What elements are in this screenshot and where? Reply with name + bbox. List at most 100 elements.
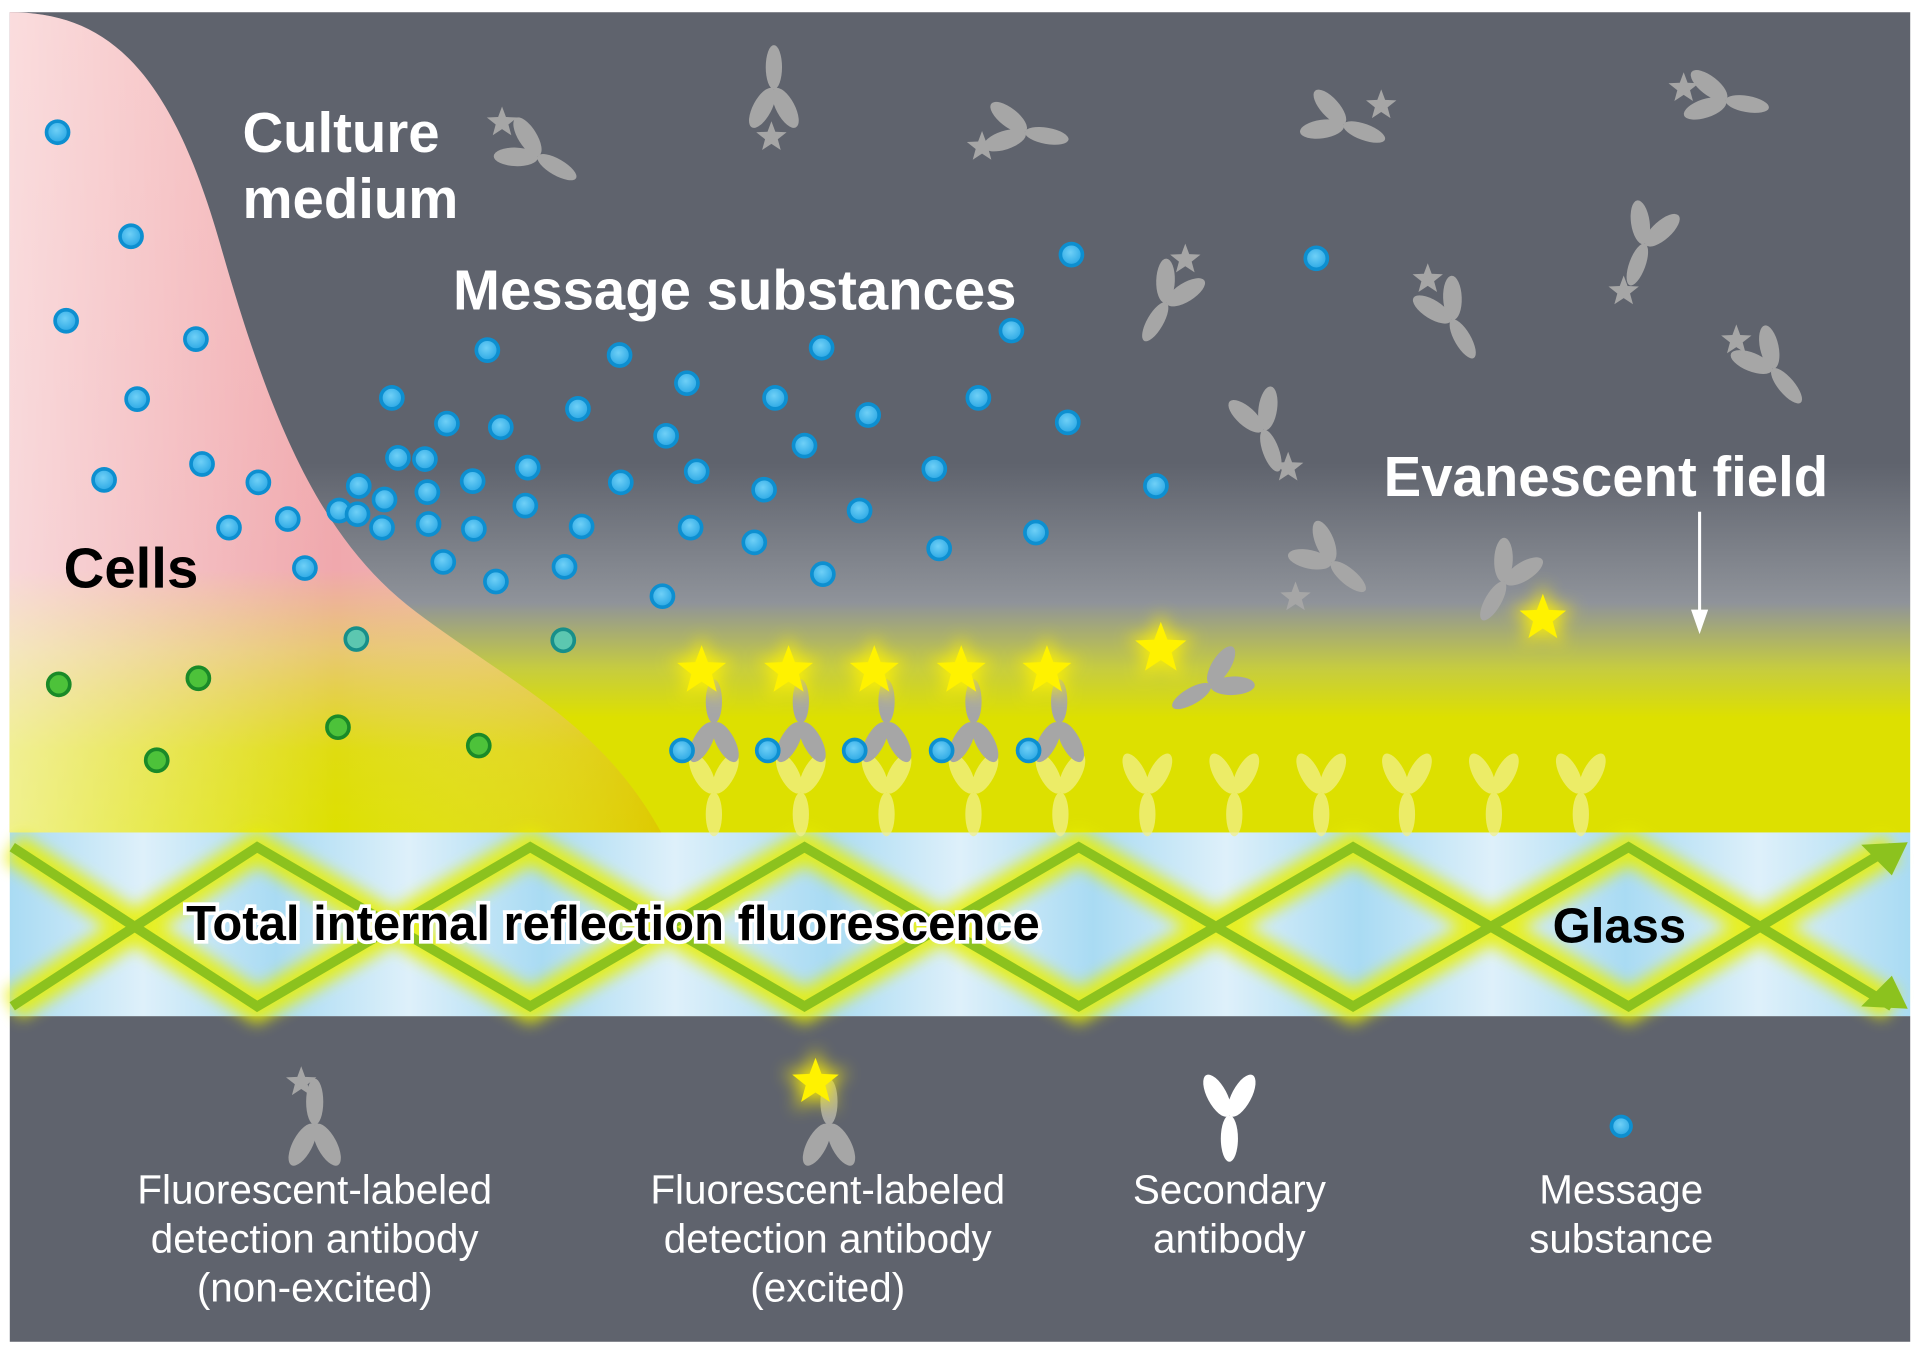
message-substance-dot	[414, 479, 441, 505]
secondary-antibody-icon	[775, 753, 826, 837]
secondary-antibody-icon	[1555, 753, 1606, 837]
message-substance-dot	[385, 445, 411, 471]
message-substance-dot	[91, 467, 117, 493]
non-excited-antibody-icon	[288, 1078, 341, 1166]
legend-label: (non-excited)	[197, 1264, 433, 1310]
evanescent-field-label: Evanescent field	[1384, 445, 1828, 508]
excited-star-icon	[1519, 593, 1567, 639]
legend-panel	[9, 1016, 1911, 1342]
message-substance-dot	[430, 549, 457, 575]
excited-antibody-icon	[1172, 646, 1255, 710]
star-label-icon	[1608, 275, 1639, 305]
excited-star-icon	[764, 645, 814, 692]
arrow-head-icon	[1861, 975, 1908, 1009]
message-substance-dot	[565, 396, 591, 422]
star-label-icon	[1412, 263, 1443, 292]
secondary-antibody-icon	[861, 753, 912, 837]
secondary-antibody-icon	[689, 753, 739, 837]
message-substance-dot	[754, 737, 781, 764]
non-excited-antibody-icon	[1480, 537, 1544, 621]
non-excited-antibody-icon	[493, 117, 577, 181]
message-substance-dot	[683, 458, 710, 485]
legend-label: detection antibody	[151, 1215, 480, 1261]
culture-medium-label-2: medium	[242, 167, 458, 230]
star-label-icon	[1170, 243, 1201, 273]
non-excited-antibody-icon	[1683, 70, 1769, 120]
legend-label: Message	[1539, 1166, 1703, 1212]
message-substance-dot	[1015, 737, 1042, 764]
excited-star-icon	[792, 1057, 839, 1103]
message-substance-dot	[274, 506, 301, 532]
message-substance-dot	[551, 553, 578, 580]
message-substance-dot	[741, 529, 768, 556]
legend-label: Fluorescent-labeled	[650, 1166, 1005, 1212]
message-substance-dot	[855, 402, 882, 428]
message-substance-dot	[550, 627, 577, 654]
culture-medium-label: Culture	[242, 101, 439, 164]
message-substance-dot	[415, 511, 442, 537]
message-substance-icon	[1609, 1114, 1633, 1138]
star-label-icon	[486, 106, 518, 136]
star-label-icon	[1721, 324, 1752, 354]
message-substance-dot	[185, 665, 212, 692]
message-substance-dot	[343, 626, 370, 652]
message-substance-dot	[751, 476, 777, 503]
star-label-icon	[1280, 581, 1311, 611]
message-substance-dot	[118, 223, 144, 250]
message-substance-dot	[344, 501, 371, 528]
non-excited-antibody-icon	[749, 45, 799, 128]
excited-star-icon	[849, 645, 899, 692]
message-substance-dot	[143, 747, 170, 774]
secondary-antibody-icon	[1382, 753, 1432, 837]
non-excited-antibody-icon	[1142, 258, 1206, 342]
message-substance-dot	[841, 737, 868, 764]
legend-label: Secondary	[1133, 1166, 1327, 1212]
legend-label: Fluorescent-labeled	[137, 1166, 492, 1212]
secondary-antibodies	[689, 753, 1606, 837]
message-substance-dot	[465, 732, 492, 759]
message-substance-dot	[926, 535, 953, 562]
message-substance-dot	[434, 410, 460, 437]
message-substance-dot	[461, 516, 487, 542]
arrow-head-icon	[1861, 842, 1908, 876]
message-substance-dot	[369, 514, 395, 541]
message-substance-dot	[1023, 519, 1049, 546]
message-substance-dot	[649, 583, 676, 610]
message-substance-dot	[928, 737, 955, 764]
message-substance-dot	[183, 326, 209, 352]
message-substance-dot	[371, 486, 398, 513]
secondary-antibody-icon	[1296, 753, 1347, 837]
message-substance-dot	[53, 307, 79, 334]
secondary-antibody-icon	[1469, 753, 1519, 837]
message-substance-dot	[607, 469, 634, 496]
message-substance-dot	[216, 514, 242, 541]
message-substance-dot	[846, 497, 873, 524]
secondary-antibody-icon	[948, 753, 999, 837]
message-substance-dot	[45, 671, 72, 698]
excited-star-icon	[1022, 645, 1072, 692]
message-substance-dot	[674, 370, 700, 397]
message-substance-dot	[808, 334, 835, 361]
star-label-icon	[1272, 451, 1304, 481]
non-excited-antibody-icon	[1228, 386, 1282, 472]
legend-label: antibody	[1153, 1215, 1307, 1261]
free-detection-antibodies	[486, 45, 1803, 710]
secondary-antibody-icon	[1035, 753, 1086, 837]
cells-shading	[9, 12, 662, 833]
non-excited-antibody-icon	[1287, 520, 1367, 593]
message-substance-dot	[378, 385, 405, 411]
message-substance-dot	[1143, 473, 1169, 499]
star-label-icon	[1668, 72, 1699, 101]
non-excited-antibody-icon	[1730, 325, 1803, 404]
message-substance-dot	[653, 422, 679, 449]
message-substance-dot	[791, 432, 818, 459]
message-substance-dot	[483, 568, 509, 595]
message-substance-dot	[474, 337, 501, 363]
message-substance-dot	[124, 386, 150, 412]
evanescent-arrow-icon	[1691, 511, 1709, 635]
